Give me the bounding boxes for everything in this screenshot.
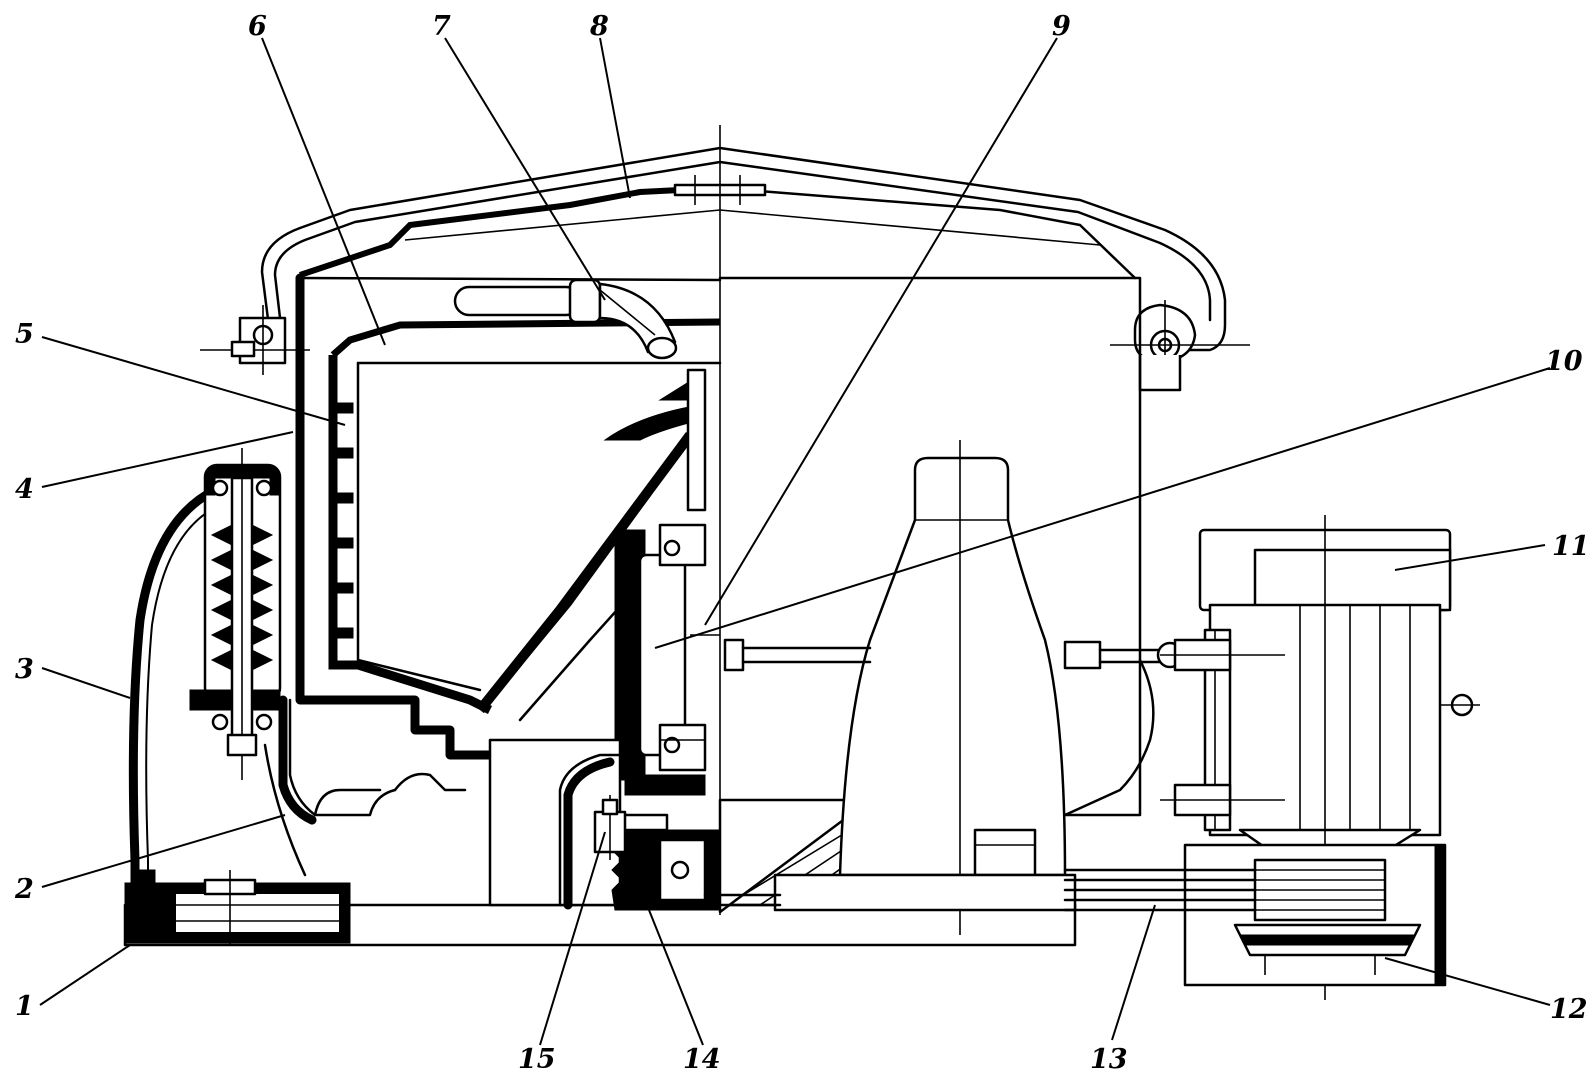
callout-9: 9 [1052, 11, 1071, 42]
spring-coils [210, 524, 274, 671]
hinge-left [200, 305, 310, 375]
base-frame [123, 870, 1077, 947]
callout-15: 15 [518, 1044, 556, 1075]
callout-7: 7 [432, 11, 451, 42]
callout-11: 11 [1552, 531, 1590, 562]
callout-10: 10 [1545, 346, 1583, 377]
callout-5: 5 [15, 319, 34, 350]
callout-labels: 1 2 3 4 5 6 7 8 9 10 11 12 13 14 15 [14, 11, 1590, 1075]
callout-3: 3 [15, 654, 34, 685]
leader-lines [39, 37, 1551, 1046]
hinge-right [1110, 300, 1250, 392]
callout-1: 1 [15, 991, 34, 1022]
belt-drive [703, 843, 1447, 987]
lid [260, 146, 1227, 352]
callout-12: 12 [1550, 994, 1588, 1025]
support-column [773, 440, 1077, 935]
callout-6: 6 [248, 11, 267, 42]
shock-absorber [128, 448, 307, 900]
wash-pipe [453, 278, 678, 360]
outer-casing [278, 273, 1155, 825]
callout-4: 4 [15, 474, 34, 505]
callout-14: 14 [683, 1044, 721, 1075]
shaft-housing [614, 368, 720, 796]
basket-perforation [336, 402, 354, 639]
adjusting-screw [593, 795, 627, 860]
callout-13: 13 [1090, 1044, 1128, 1075]
callout-2: 2 [14, 874, 34, 905]
callout-8: 8 [589, 11, 609, 42]
